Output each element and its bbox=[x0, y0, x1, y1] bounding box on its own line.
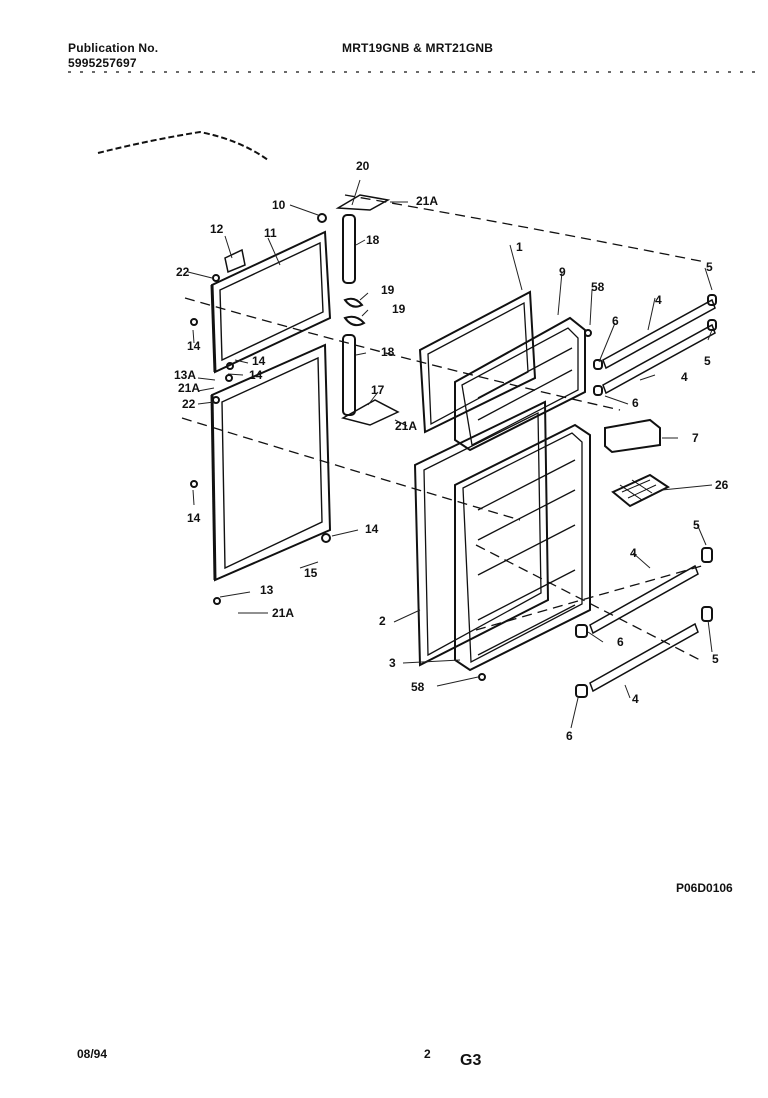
callout-label: 22 bbox=[176, 265, 190, 279]
callout-label: 12 bbox=[210, 222, 224, 236]
callout-label: 17 bbox=[371, 383, 385, 397]
callout-label: 14 bbox=[187, 511, 201, 525]
callout-label: 5 bbox=[693, 518, 700, 532]
callout-label: 19 bbox=[381, 283, 395, 297]
callout-label: 7 bbox=[692, 431, 699, 445]
callout-label: 14 bbox=[187, 339, 201, 353]
callout-label: 4 bbox=[681, 370, 688, 384]
callout-label: 22 bbox=[182, 397, 196, 411]
callout-label: 10 bbox=[272, 198, 286, 212]
footer-date: 08/94 bbox=[77, 1047, 108, 1061]
callout-label: 3 bbox=[389, 656, 396, 670]
callout-label: 4 bbox=[632, 692, 639, 706]
callout-label: 21A bbox=[416, 194, 439, 208]
callout-label: 19 bbox=[392, 302, 406, 316]
callout-label: 13 bbox=[260, 583, 274, 597]
callout-label: 13A bbox=[174, 368, 197, 382]
callout-label: 11 bbox=[264, 226, 277, 240]
callout-label: 21A bbox=[178, 381, 201, 395]
callout-label: 18 bbox=[366, 233, 380, 247]
callout-label: 5 bbox=[704, 354, 711, 368]
callout-label: 26 bbox=[715, 478, 729, 492]
callout-label: 6 bbox=[617, 635, 624, 649]
callout-label: 20 bbox=[356, 159, 370, 173]
model-numbers: MRT19GNB & MRT21GNB bbox=[342, 41, 494, 55]
callout-label: 6 bbox=[566, 729, 573, 743]
callout-label: 4 bbox=[655, 293, 662, 307]
callout-label: 14 bbox=[249, 368, 263, 382]
callout-label: 21A bbox=[272, 606, 295, 620]
page-number: 2 bbox=[424, 1047, 431, 1061]
callout-label: 5 bbox=[706, 260, 713, 274]
diagram-code: P06D0106 bbox=[676, 881, 733, 895]
callout-label: 5 bbox=[712, 652, 719, 666]
callout-label: 9 bbox=[559, 265, 566, 279]
callout-label: 58 bbox=[591, 280, 605, 294]
callout-label: 4 bbox=[630, 546, 637, 560]
callout-label: 2 bbox=[379, 614, 386, 628]
callout-label: 6 bbox=[612, 314, 619, 328]
callout-label: 14 bbox=[252, 354, 266, 368]
callout-label: 14 bbox=[365, 522, 379, 536]
section-code: G3 bbox=[460, 1052, 482, 1069]
publication-number: 5995257697 bbox=[68, 56, 137, 70]
callout-label: 18 bbox=[381, 345, 395, 359]
callout-label: 58 bbox=[411, 680, 425, 694]
publication-label: Publication No. bbox=[68, 41, 159, 55]
callout-label: 15 bbox=[304, 566, 318, 580]
callout-label: 1 bbox=[516, 240, 523, 254]
callout-label: 21A bbox=[395, 419, 418, 433]
callout-label: 6 bbox=[632, 396, 639, 410]
